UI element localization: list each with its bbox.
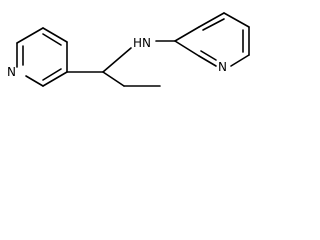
bond: [42, 71, 68, 87]
bond: [198, 55, 217, 67]
bond: [25, 75, 44, 87]
bond: [174, 26, 200, 42]
ethyl-bridge: [66, 40, 176, 87]
bond: [42, 27, 68, 43]
left-pyridine-ring: [16, 27, 68, 87]
nh-label: HN: [133, 36, 151, 50]
bond: [174, 40, 200, 57]
bond: [198, 12, 225, 28]
n-right-label: N: [218, 60, 227, 74]
molecule-diagram: N HN N: [7, 12, 250, 87]
bond: [200, 50, 217, 61]
bond: [42, 68, 62, 81]
n-left-label: N: [7, 65, 16, 79]
bond: [230, 54, 250, 67]
bond: [102, 47, 132, 73]
structure-canvas: N HN N: [0, 0, 271, 111]
bond: [223, 12, 250, 28]
bond: [202, 18, 225, 31]
bond: [42, 33, 62, 46]
right-pyridine-ring: [174, 12, 250, 67]
bond: [16, 27, 44, 44]
bond: [102, 71, 125, 87]
